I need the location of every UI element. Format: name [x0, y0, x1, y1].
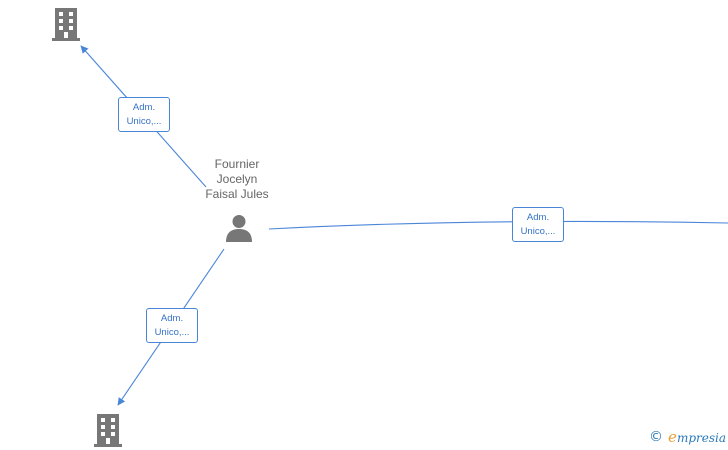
relation-role: Adm.	[526, 212, 550, 223]
building-icon	[52, 8, 80, 41]
copyright-symbol: ©	[649, 429, 664, 445]
person-name-line-2: Jocelyn	[216, 172, 258, 186]
relation-label-top[interactable]: Adm. Unico,...	[118, 97, 170, 132]
building-icon	[94, 414, 122, 447]
company-node-bottom[interactable]	[92, 412, 124, 448]
relation-detail: Unico,...	[154, 327, 190, 338]
brand-logo-initial: e	[668, 428, 677, 446]
relation-role: Adm.	[132, 102, 156, 113]
person-node[interactable]	[223, 212, 255, 244]
person-name-label[interactable]: Fournier Jocelyn Faisal Jules	[187, 157, 287, 202]
person-icon	[226, 215, 252, 242]
brand-watermark: © empresia	[649, 427, 726, 447]
person-name-line-3: Faisal Jules	[205, 187, 269, 201]
brand-logo-text: mpresia	[676, 431, 726, 445]
relation-detail: Unico,...	[126, 116, 162, 127]
brand-logo: empresia	[668, 428, 726, 446]
relation-role: Adm.	[160, 313, 184, 324]
company-node-top[interactable]	[50, 6, 82, 42]
person-name-line-1: Fournier	[214, 157, 260, 171]
relation-detail: Unico,...	[520, 226, 556, 237]
relation-label-right[interactable]: Adm. Unico,...	[512, 207, 564, 242]
link-to-company-right	[268, 220, 728, 230]
relation-label-bottom[interactable]: Adm. Unico,...	[146, 308, 198, 343]
